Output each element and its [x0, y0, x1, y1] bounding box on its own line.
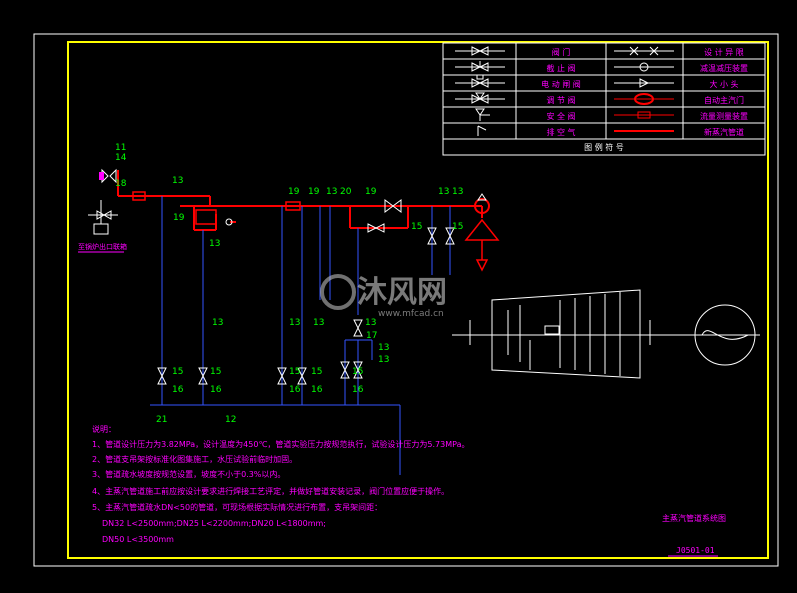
turbine — [452, 289, 760, 379]
label-16e: 16 — [352, 385, 364, 395]
label-19b: 19 — [288, 187, 300, 197]
label-13b: 13 — [326, 187, 337, 197]
notes-header: 说明： — [92, 424, 116, 434]
label-18: 18 — [115, 179, 127, 189]
label-15c: 15 — [172, 367, 183, 377]
notes: 说明： 1、管道设计压力为3.82MPa，设计温度为450℃，管道实验压力按规范… — [92, 424, 470, 544]
legend-right-4: 流量测量装置 — [700, 111, 748, 121]
label-16b: 16 — [210, 385, 222, 395]
label-15a: 15 — [411, 222, 422, 232]
note-1: 1、管道设计压力为3.82MPa，设计温度为450℃，管道实验压力按规范执行，试… — [92, 439, 470, 449]
label-15b: 15 — [452, 222, 463, 232]
auto-stop-valve-icon — [474, 198, 490, 214]
legend-footer: 图 例 符 号 — [584, 142, 624, 152]
label-14: 14 — [115, 153, 127, 163]
watermark-cn: 沐风网 — [357, 275, 447, 310]
note-5: 5、主蒸汽管道疏水DN<50的管道，可现场根据实际情况进行布置，支吊架间距： — [92, 502, 382, 512]
drawing-number: J0501-01 — [676, 546, 715, 555]
label-13i: 13 — [365, 318, 376, 328]
drain-lines — [150, 196, 451, 475]
legend-right-5: 新蒸汽管道 — [704, 127, 744, 137]
legend-left-0: 阀 门 — [552, 47, 571, 57]
label-21: 21 — [156, 415, 167, 425]
legend-right-0: 设 计 异 限 — [704, 47, 744, 57]
node-labels: 11 14 18 13 19 19 19 13 13 13 20 19 13 1… — [115, 143, 463, 425]
legend-left-4: 安 全 阀 — [546, 111, 575, 121]
label-13d: 13 — [212, 318, 223, 328]
label-15f: 15 — [311, 367, 322, 377]
legend-left-5: 排 空 气 — [546, 127, 575, 137]
label-15d: 15 — [210, 367, 221, 377]
label-19c: 19 — [308, 187, 320, 197]
note-spacing-2: DN50 L<3500mm — [102, 535, 174, 544]
label-13j: 13 — [378, 343, 389, 353]
legend-left-2: 电 动 闸 阀 — [541, 79, 581, 89]
label-16d: 16 — [311, 385, 323, 395]
label-20: 20 — [340, 187, 352, 197]
watermark-url: www.mfcad.cn — [378, 309, 444, 319]
label-16a: 16 — [172, 385, 184, 395]
label-13k: 13 — [378, 355, 389, 365]
label-15e: 15 — [289, 367, 300, 377]
label-15g: 15 — [352, 367, 363, 377]
note-spacing-1: DN32 L<2500mm;DN25 L<2200mm;DN20 L<1800m… — [102, 519, 326, 528]
label-17: 17 — [366, 331, 377, 341]
label-11: 11 — [115, 143, 126, 153]
label-19d: 19 — [365, 187, 377, 197]
legend-left-3: 调 节 阀 — [546, 96, 575, 105]
watermark-logo-icon — [320, 274, 356, 310]
label-16c: 16 — [289, 385, 301, 395]
boiler-outlet-label: 至锅炉出口联箱 — [78, 242, 127, 251]
label-13f: 13 — [452, 187, 463, 197]
drawing-title: 主蒸汽管道系统图 — [662, 513, 726, 523]
note-4: 4、主蒸汽管道施工前应按设计要求进行焊接工艺评定，并做好管道安装记录，阀门位置应… — [92, 486, 449, 496]
legend-right-2: 大 小 头 — [709, 79, 738, 89]
legend-left-1: 截 止 阀 — [546, 63, 575, 73]
note-2: 2、管道支吊架按标准化图集施工，水压试验前临时加固。 — [92, 454, 297, 464]
label-19a: 19 — [173, 213, 185, 223]
label-13c: 13 — [209, 239, 220, 249]
legend-table: 阀 门 截 止 阀 电 动 闸 阀 调 节 阀 安 全 阀 排 空 气 设 计 … — [442, 42, 766, 156]
label-13g: 13 — [289, 318, 300, 328]
legend-right-3: 自动主汽门 — [704, 95, 744, 105]
label-13e: 13 — [438, 187, 449, 197]
label-13h: 13 — [313, 318, 324, 328]
label-13a: 13 — [172, 176, 183, 186]
watermark: 沐风网 www.mfcad.cn — [320, 274, 447, 319]
label-12: 12 — [225, 415, 236, 425]
legend-right-1: 减温减压装置 — [700, 63, 748, 73]
drawing-frame — [67, 41, 769, 559]
note-3: 3、管道疏水坡度按规范设置，坡度不小于0.3%以内。 — [92, 469, 285, 479]
